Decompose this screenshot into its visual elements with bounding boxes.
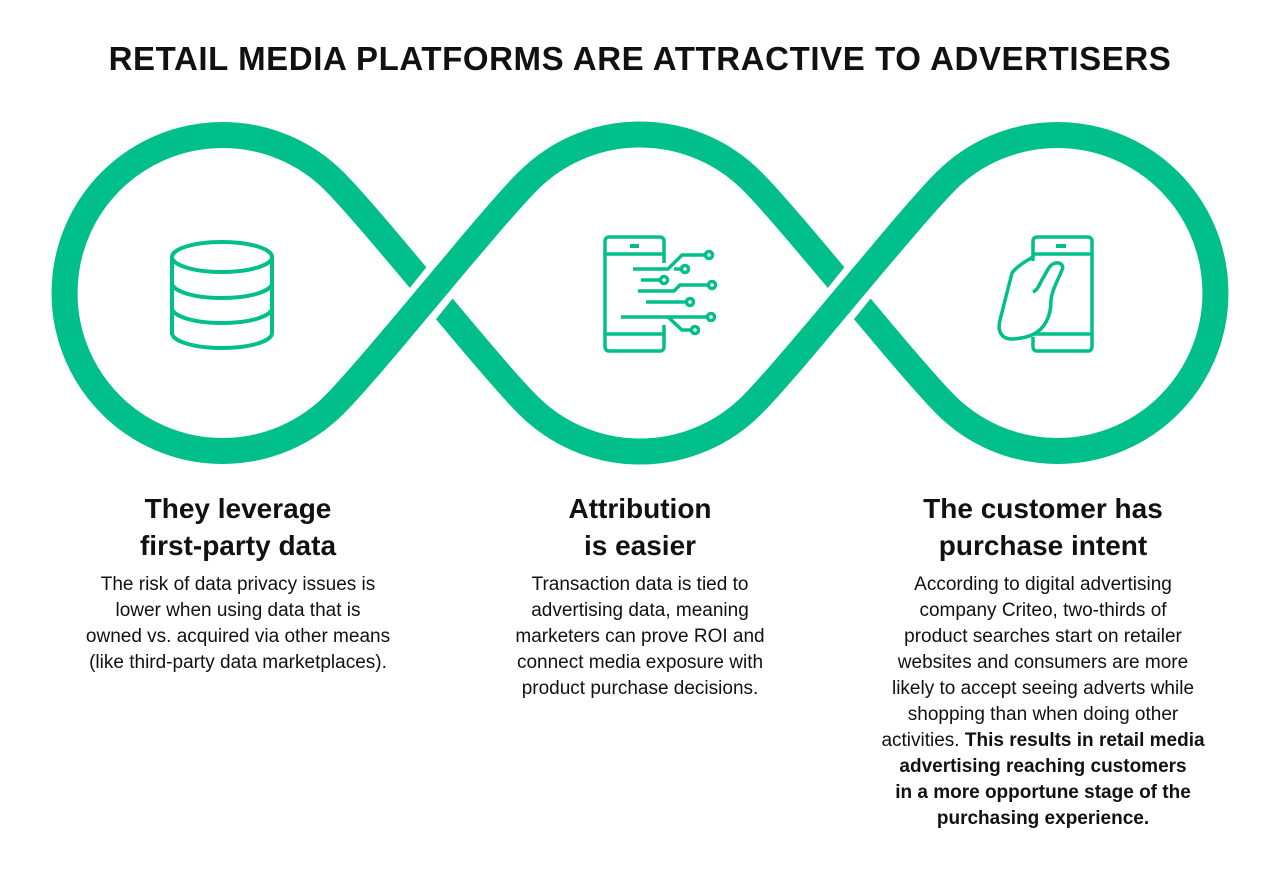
body-line: company Criteo, two-thirds of [919, 600, 1167, 621]
body-line: owned vs. acquired via other means [85, 626, 391, 647]
column-body: The risk of data privacy issues is lower… [58, 572, 418, 676]
crossing-strand-left [324, 171, 538, 415]
crossing-strand-right [742, 171, 956, 415]
page-title: RETAIL MEDIA PLATFORMS ARE ATTRACTIVE TO… [108, 40, 1172, 77]
column-body: Transaction data is tied to advertising … [470, 572, 810, 702]
column-heading: They leverage first-party data [58, 490, 418, 564]
body-line: likely to accept seeing adverts while [891, 678, 1195, 699]
body-line: marketers can prove ROI and [515, 626, 765, 647]
body-bold-text: This results in retail media [964, 730, 1205, 751]
loop-path [51, 121, 1229, 465]
heading-line: They leverage [144, 493, 332, 524]
body-bold-line: in a more opportune stage of the [895, 782, 1191, 803]
body-line: product searches start on retailer [904, 626, 1182, 647]
heading-line: The customer has [923, 493, 1163, 524]
body-line: advertising data, meaning [531, 600, 749, 621]
database-icon [170, 240, 274, 350]
column-heading: Attribution is easier [470, 490, 810, 564]
body-line: (like third-party data marketplaces). [89, 652, 387, 673]
phone-circuit-icon [603, 235, 718, 353]
body-bold-line: advertising reaching customers [899, 756, 1187, 777]
column-first-party-data: They leverage first-party data The risk … [58, 490, 418, 676]
body-line: connect media exposure with [516, 652, 764, 673]
column-attribution: Attribution is easier Transaction data i… [470, 490, 810, 702]
body-line-mixed: activities. This results in retail media [853, 728, 1233, 754]
heading-line: first-party data [139, 530, 337, 561]
hand-holding-phone-icon [997, 235, 1094, 353]
body-line: According to digital advertising [914, 574, 1172, 595]
body-bold-line: purchasing experience. [936, 808, 1150, 829]
column-purchase-intent: The customer has purchase intent Accordi… [853, 490, 1233, 832]
column-heading: The customer has purchase intent [853, 490, 1233, 564]
body-line: lower when using data that is [115, 600, 361, 621]
column-body: According to digital advertising company… [853, 572, 1233, 832]
body-line: The risk of data privacy issues is [100, 574, 376, 595]
heading-line: purchase intent [938, 530, 1148, 561]
body-line: shopping than when doing other [907, 704, 1179, 725]
body-text: activities. [881, 730, 960, 751]
body-line: websites and consumers are more [897, 652, 1189, 673]
heading-line: is easier [583, 530, 697, 561]
body-line: product purchase decisions. [521, 678, 759, 699]
heading-line: Attribution [568, 493, 712, 524]
body-line: Transaction data is tied to [531, 574, 749, 595]
